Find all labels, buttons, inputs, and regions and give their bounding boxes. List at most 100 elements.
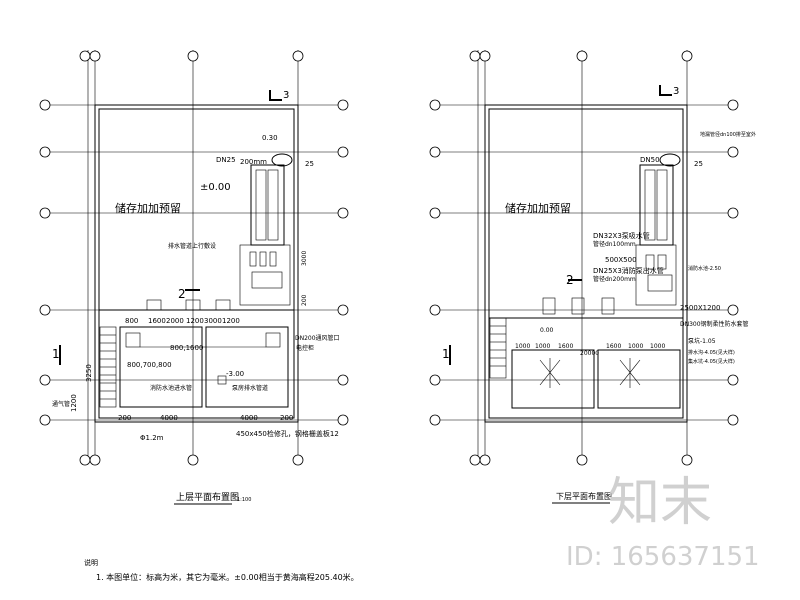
cover-note: 450x450检修孔，钢格栅盖板12 [236,429,339,438]
pump-unit [601,297,615,315]
fan-unit [215,299,231,311]
dn25-label: DN25X3消防泵出水管 [593,266,664,275]
right-note: 集水坑-4.05(见大样) [688,358,735,365]
section-mark [659,85,672,96]
section-3-label: 3 [283,90,289,101]
building-outline [94,104,299,423]
small-note: 通气管 [52,400,70,408]
vert-dim: 200 [301,294,308,306]
notes-line-1: 1. 本图单位：标高为米，其它为毫米。±0.00相当于黄海高程205.40米。 [96,572,359,582]
col-dim: 1600 [148,317,166,325]
building-outline-inner [98,108,295,419]
axis-bubbles-bottom [79,454,304,466]
tank-manhole [265,332,281,348]
dn32-label: DN32X3泵吸水管 [593,231,650,240]
right-note: 排水沟-4.05(见大样) [688,349,735,356]
equipment-panel [656,169,668,241]
section-2-label: 2 [566,273,574,287]
axis-bubbles-right [727,99,739,426]
elevation-bottom: -3.00 [226,370,244,378]
pipe-note: 排水管道上行敷设 [168,242,216,250]
dim-row: 1000 [628,343,643,350]
side-dim: 3250 [85,364,93,382]
dim-row: 1600 [558,343,573,350]
right-plan-title: 下层平面布置图 [556,491,612,501]
bottom-dim: 4000 [240,414,258,422]
pipe-note-2: DN200通风管口 [295,334,340,342]
dim-total: 20000 [580,350,599,357]
dim-25: 25 [694,160,703,168]
pump [657,254,667,270]
dim-200: 200mm [240,158,267,166]
axis-bubbles-right [337,99,349,426]
bottom-dim: 4000 [160,414,178,422]
dn50-label: DN50 [640,156,660,164]
axis-bubbles-left [39,99,51,426]
axis-bubbles-top [469,50,693,62]
pump [269,251,277,267]
notes-heading: 说明 [84,558,98,567]
tank-manhole [217,375,227,385]
elevation-zero: ±0.00 [200,182,231,193]
water-tank [597,349,681,409]
bottom-dim: 200 [280,414,293,422]
pump [249,251,257,267]
equipment-panel [267,169,279,241]
right-note: 地漏管径dn100排至室外 [700,131,756,138]
dim-row: 1600 [606,343,621,350]
axis-bubbles-bottom [469,454,693,466]
dim-row: 1000 [535,343,550,350]
left-plan: 储存加加预留 ±0.00 -3.00 DN25 200mm 25 0.30 排水… [39,50,349,505]
tank-manhole [125,332,141,348]
watermark-id: ID: 165637151 [566,542,760,572]
col-dim: 1200 [222,317,240,325]
dim-25: 25 [305,160,314,168]
section-1-label: 1 [52,347,60,361]
col-dim: 3000 [204,317,222,325]
axis-bubbles-top [79,50,304,62]
d200-label: 管径dn200mm [593,275,636,283]
water-tank [511,349,595,409]
dim-2500x1200: 2500X1200 [680,304,720,312]
fan-unit [146,299,162,311]
section-1-label: 1 [442,347,450,361]
col-dim: 2000 [166,317,184,325]
section-mark [269,90,282,101]
stair [489,317,507,379]
pipe-valve [659,153,681,167]
lower-dim: 800,700,800 [127,361,172,369]
fan-unit [185,299,201,311]
tank-label: 储存加加预留 [505,201,571,215]
section-2-label: 2 [178,287,186,301]
elev-label: 0.00 [540,327,554,334]
pipe-valve [271,153,293,167]
drain-symbol [619,358,641,388]
right-plan: 储存加加预留 DN32X3泵吸水管 DN25X3消防泵出水管 管径dn100mm… [429,50,756,504]
small-note: 泵房排水管道 [232,384,268,392]
col-dim: 800 [125,317,138,325]
building-outline [484,104,688,423]
side-dim-2: 1200 [70,394,78,412]
col-dim: 1200 [186,317,204,325]
pump-unit [571,297,585,315]
pump [645,254,655,270]
axis-bubbles-left [429,99,441,426]
pump [259,251,267,267]
equipment-panel [255,169,267,241]
dim-row: 1000 [650,343,665,350]
right-note: DN300钢制柔性防水套管 [680,320,749,328]
small-note: 消防水池进水管 [150,384,192,392]
lower-dim: 800,1600 [170,344,203,352]
control-box [251,271,283,289]
bottom-note: Φ1.2m [140,434,164,442]
water-tank [205,326,289,408]
stair [99,326,117,408]
left-plan-title: 上层平面布置图 [176,491,239,503]
left-plan-scale: 1:100 [237,497,251,503]
section-3-label: 3 [673,86,679,97]
building-outline-inner [488,108,684,419]
d100-label: 管径dn100mm [593,240,636,248]
dim-030: 0.30 [262,134,278,142]
pump-area [635,244,677,306]
